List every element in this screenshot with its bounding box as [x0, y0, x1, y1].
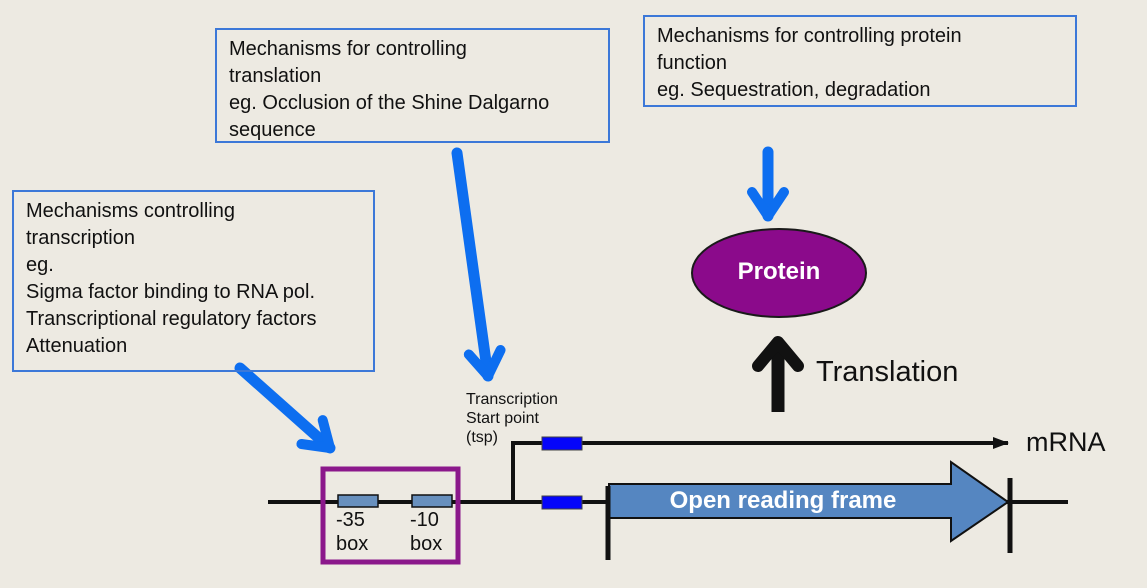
protein-ellipse: [691, 228, 867, 318]
callout-protein-function-mechanisms: Mechanisms for controlling protein funct…: [643, 15, 1077, 107]
tsp-label: Transcription Start point (tsp): [466, 390, 558, 447]
orf-arrow-shape: [608, 460, 1010, 543]
tsp-label-line2: Start point: [466, 410, 539, 427]
tsp-label-line1: Transcription: [466, 391, 558, 408]
translation-label: Translation: [816, 356, 959, 388]
callout-line: Sigma factor binding to RNA pol.: [26, 281, 316, 303]
callout-line: sequence: [229, 119, 316, 141]
callout-transcription-mechanisms: Mechanisms controlling transcription eg.…: [12, 190, 375, 372]
mrna-label: mRNA: [1026, 427, 1106, 457]
callout-line: eg. Occlusion of the Shine Dalgarno: [229, 92, 550, 114]
callout-line: eg.: [26, 254, 54, 276]
callout-line: Mechanisms controlling: [26, 200, 235, 222]
minus35-box-shape: [337, 494, 379, 508]
mrna-sequence-marker: [541, 436, 583, 451]
callout-line: Mechanisms for controlling protein: [657, 25, 962, 47]
arrow-transcription-control-icon: [234, 362, 336, 454]
callout-translation-mechanisms: Mechanisms for controlling translation e…: [215, 28, 610, 143]
promoter-region-outline: [320, 466, 461, 565]
callout-line: Mechanisms for controlling: [229, 38, 467, 60]
callout-line: Attenuation: [26, 335, 128, 357]
orf-label: Open reading frame: [669, 487, 897, 514]
callout-line: eg. Sequestration, degradation: [657, 79, 931, 101]
minus10-box-shape: [411, 494, 453, 508]
mrna-arrow: [511, 437, 1009, 500]
minus10-value: -10: [410, 509, 439, 531]
protein-label: Protein: [737, 258, 821, 285]
tsp-label-line3: (tsp): [466, 429, 498, 446]
callout-line: Transcriptional regulatory factors: [26, 308, 317, 330]
minus10-label: -10 box: [410, 508, 442, 556]
arrow-translation-control-icon: [451, 147, 506, 382]
minus35-label: -35 box: [336, 508, 368, 556]
minus35-unit: box: [336, 533, 369, 555]
callout-line: translation: [229, 65, 322, 87]
minus10-unit: box: [410, 533, 443, 555]
dna-sequence-marker: [541, 495, 583, 510]
callout-line: transcription: [26, 227, 135, 249]
minus35-value: -35: [336, 509, 365, 531]
callout-line: function: [657, 52, 728, 74]
